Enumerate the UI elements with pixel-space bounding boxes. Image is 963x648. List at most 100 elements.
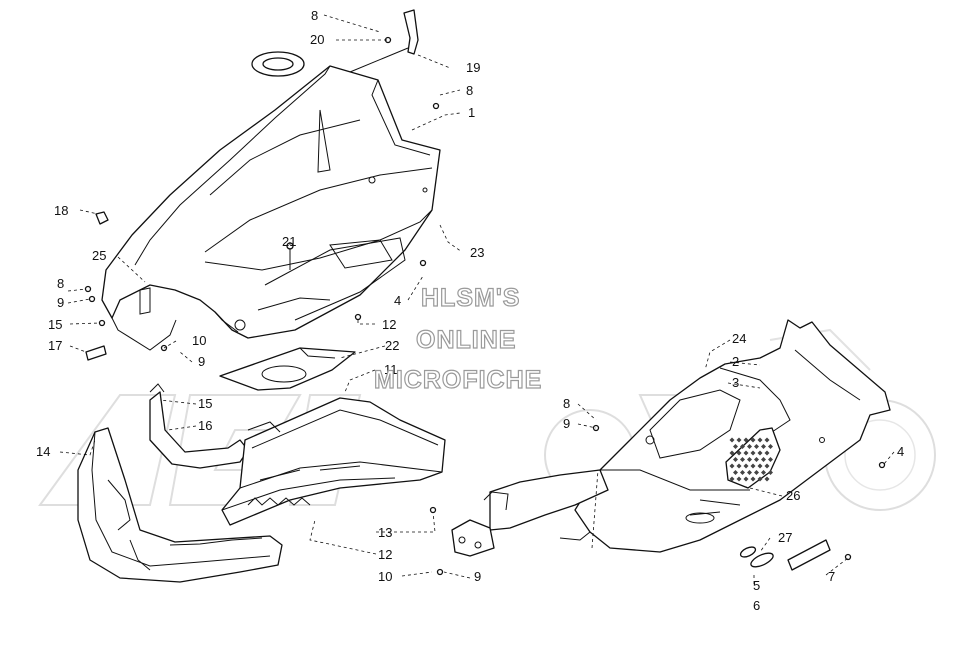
mesh-grille-26	[725, 427, 781, 489]
callout-11: 11	[384, 362, 398, 377]
watermark-line-3: MICROFICHE	[374, 366, 542, 394]
callout-8: 8	[563, 396, 570, 411]
callout-25: 25	[92, 248, 106, 263]
mesh-cell	[747, 444, 752, 449]
mesh-cell	[761, 457, 766, 462]
mesh-cell	[768, 457, 773, 462]
leader-lines	[59, 14, 895, 584]
mesh-cell	[740, 457, 745, 462]
watermark-line-2: ONLINE	[416, 326, 516, 354]
callout-6: 6	[753, 598, 760, 613]
callout-20: 20	[310, 32, 324, 47]
mesh-outline	[725, 427, 781, 489]
gasket-plate-22	[219, 347, 356, 391]
mesh-cell	[764, 476, 770, 482]
callout-9: 9	[198, 354, 205, 369]
callout-numbers: 8 20 19 8 1 18 21 23 25 8 9 4 15 12 10 1…	[36, 8, 904, 613]
callout-7: 7	[828, 569, 835, 584]
callout-10: 10	[378, 569, 392, 584]
callout-1: 1	[468, 105, 475, 120]
callout-3: 3	[732, 375, 739, 390]
callout-9: 9	[474, 569, 481, 584]
mesh-cell	[733, 457, 738, 462]
mesh-cell	[740, 470, 745, 475]
fasteners	[160, 36, 886, 576]
mesh-cell	[754, 470, 759, 475]
mesh-cell	[743, 463, 749, 469]
small-parts-right	[739, 539, 852, 571]
callout-12: 12	[382, 317, 396, 332]
mesh-cell	[750, 437, 756, 443]
callout-16: 16	[198, 418, 212, 433]
mesh-cell	[768, 444, 773, 449]
callout-2: 2	[732, 354, 739, 369]
mesh-cell	[747, 457, 752, 462]
callout-14: 14	[36, 444, 50, 459]
mesh-cell	[736, 450, 742, 456]
mesh-cell	[757, 463, 763, 469]
mesh-cell	[729, 463, 735, 469]
callout-4: 4	[394, 293, 401, 308]
bracket-19	[349, 9, 419, 73]
mesh-cell	[750, 476, 756, 482]
mesh-cell	[729, 450, 735, 456]
mesh-cell	[754, 444, 759, 449]
watermark-line-1: HLSM'S	[421, 284, 520, 312]
front-nose-14	[77, 427, 283, 583]
mesh-cell	[757, 437, 763, 443]
callout-21: 21	[282, 234, 296, 249]
callout-13: 13	[378, 525, 392, 540]
callout-22: 22	[385, 338, 399, 353]
mesh-cell	[740, 444, 745, 449]
callout-24: 24	[732, 331, 746, 346]
mesh-cell	[736, 463, 742, 469]
side-panel-2	[574, 319, 891, 553]
mesh-cell	[761, 470, 766, 475]
callout-8: 8	[57, 276, 64, 291]
mesh-cell	[747, 470, 752, 475]
callout-5: 5	[753, 578, 760, 593]
callout-27: 27	[778, 530, 792, 545]
mesh-cell	[754, 457, 759, 462]
callout-9: 9	[563, 416, 570, 431]
grommet-ring-20	[251, 51, 305, 77]
mesh-cell	[757, 476, 763, 482]
callout-15: 15	[48, 317, 62, 332]
fastener-group-left	[84, 211, 151, 361]
callout-18: 18	[54, 203, 68, 218]
mesh-cell	[761, 444, 766, 449]
tunnel-arm	[451, 469, 609, 557]
mesh-cell	[733, 444, 738, 449]
upper-console-1	[101, 65, 441, 351]
mesh-cell	[743, 437, 749, 443]
mesh-cell	[764, 450, 770, 456]
mesh-cell	[729, 437, 735, 443]
callout-15: 15	[198, 396, 212, 411]
callout-17: 17	[48, 338, 62, 353]
mesh-cell	[768, 470, 773, 475]
mesh-cell	[736, 437, 742, 443]
callout-23: 23	[470, 245, 484, 260]
callout-8: 8	[466, 83, 473, 98]
callout-9: 9	[57, 295, 64, 310]
mesh-cell	[736, 476, 742, 482]
callout-8: 8	[311, 8, 318, 23]
callout-4: 4	[897, 444, 904, 459]
mesh-cell	[729, 476, 735, 482]
watermark: HLSM'S ONLINE MICROFICHE	[373, 283, 542, 394]
callout-26: 26	[786, 488, 800, 503]
callout-12: 12	[378, 547, 392, 562]
callout-19: 19	[466, 60, 480, 75]
mesh-cell	[733, 470, 738, 475]
mesh-cell	[750, 450, 756, 456]
callout-10: 10	[192, 333, 206, 348]
mesh-cell	[743, 450, 749, 456]
mesh-cell	[764, 463, 770, 469]
mesh-cell	[764, 437, 770, 443]
mesh-cell	[743, 476, 749, 482]
mesh-cell	[757, 450, 763, 456]
mesh-cell	[750, 463, 756, 469]
belly-pan-11	[221, 397, 446, 526]
